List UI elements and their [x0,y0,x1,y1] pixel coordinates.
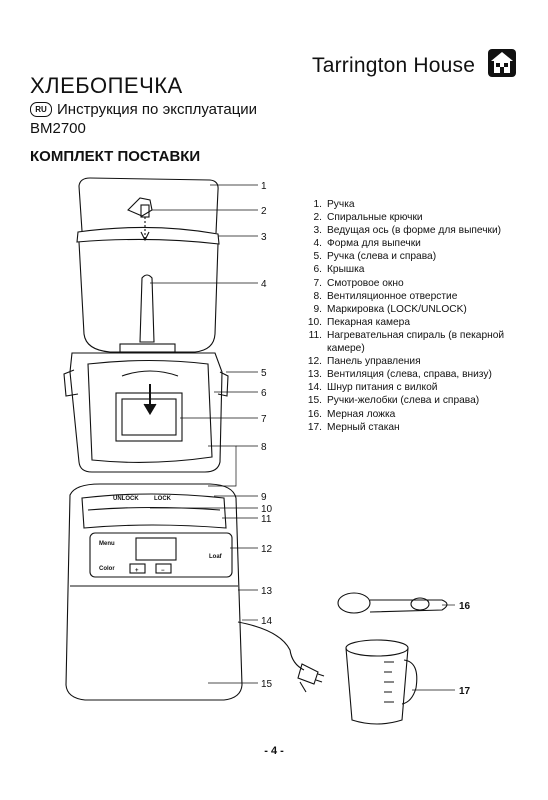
pan-rim [76,226,220,245]
lid-outline [69,352,223,473]
lock-label: LOCK [154,496,172,502]
page-title: ХЛЕБОПЕЧКА [30,73,183,98]
page-number: - 4 - [264,745,284,757]
callout-9: 9 [261,492,267,503]
section-title: КОМПЛЕКТ ПОСТАВКИ [30,148,201,165]
loaf-label: Loaf [209,554,223,560]
drive-shaft [140,204,150,218]
control-panel [89,532,233,578]
list-item: 9.Маркировка (LOCK/UNLOCK) [313,303,467,315]
unlock-label: UNLOCK [113,496,139,502]
plus-label: + [135,568,139,574]
callout-2: 2 [261,206,267,217]
list-item: 11.Нагревательная спираль (в пекарной ка… [308,329,505,355]
list-item: 14.Шнур питания с вилкой [307,382,438,394]
parts-list: 1.Ручка 2.Спиральные крючки 3.Ведущая ос… [302,198,527,434]
color-label: Color [99,566,115,572]
pan-body [78,241,219,353]
pan-handle [78,177,219,234]
power-cord [237,621,305,671]
callout-15: 15 [261,679,273,690]
list-item: 7.Смотровое окно [313,277,404,289]
list-item: 13.Вентиляция (слева, справа, внизу) [307,369,492,381]
bread-maker-diagram: 1 2 3 4 5 6 7 8 9 10 11 12 13 14 15 16 1… [63,177,471,725]
house-logo-icon [488,49,516,77]
minus-label: − [161,568,165,574]
callout-5: 5 [261,368,267,379]
callout-4: 4 [261,279,267,290]
list-item: 1.Ручка [313,199,355,210]
list-item: 16.Мерная ложка [307,408,396,420]
list-item: 17.Мерный стакан [307,421,400,433]
callout-6: 6 [261,388,267,399]
dough-hook [127,197,153,217]
menu-label: Menu [99,541,115,547]
list-item: 3.Ведущая ось (в форме для выпечки) [313,225,502,237]
callout-16: 16 [459,601,471,612]
callout-11: 11 [261,514,272,525]
list-item: 4.Форма для выпечки [313,238,421,250]
callout-12: 12 [261,544,273,555]
language-badge: RU [30,102,52,117]
list-item: 2.Спиральные крючки [313,212,423,224]
callout-1: 1 [261,181,267,192]
callout-17: 17 [459,686,471,697]
list-item: 8.Вентиляционное отверстие [313,290,458,302]
list-item: 15.Ручки-желобки (слева и справа) [307,395,480,407]
list-item: 12.Панель управления [307,356,421,368]
callout-13: 13 [261,586,273,597]
pan-spindle [139,274,155,343]
list-item: 10.Пекарная камера [307,316,410,328]
callout-3: 3 [261,232,267,243]
model-number: BM2700 [30,120,86,137]
list-item: 6.Крышка [313,264,365,276]
callout-14: 14 [261,616,273,627]
subtitle-line: RU Инструкция по эксплуатации [30,101,257,118]
list-item: 5.Ручка (слева и справа) [313,251,437,263]
callout-8: 8 [261,442,267,453]
machine-body [65,483,243,701]
callout-10: 10 [261,504,273,515]
subtitle: Инструкция по эксплуатации [57,101,258,118]
callout-7: 7 [261,414,267,425]
brand-name: Tarrington House [312,54,476,77]
